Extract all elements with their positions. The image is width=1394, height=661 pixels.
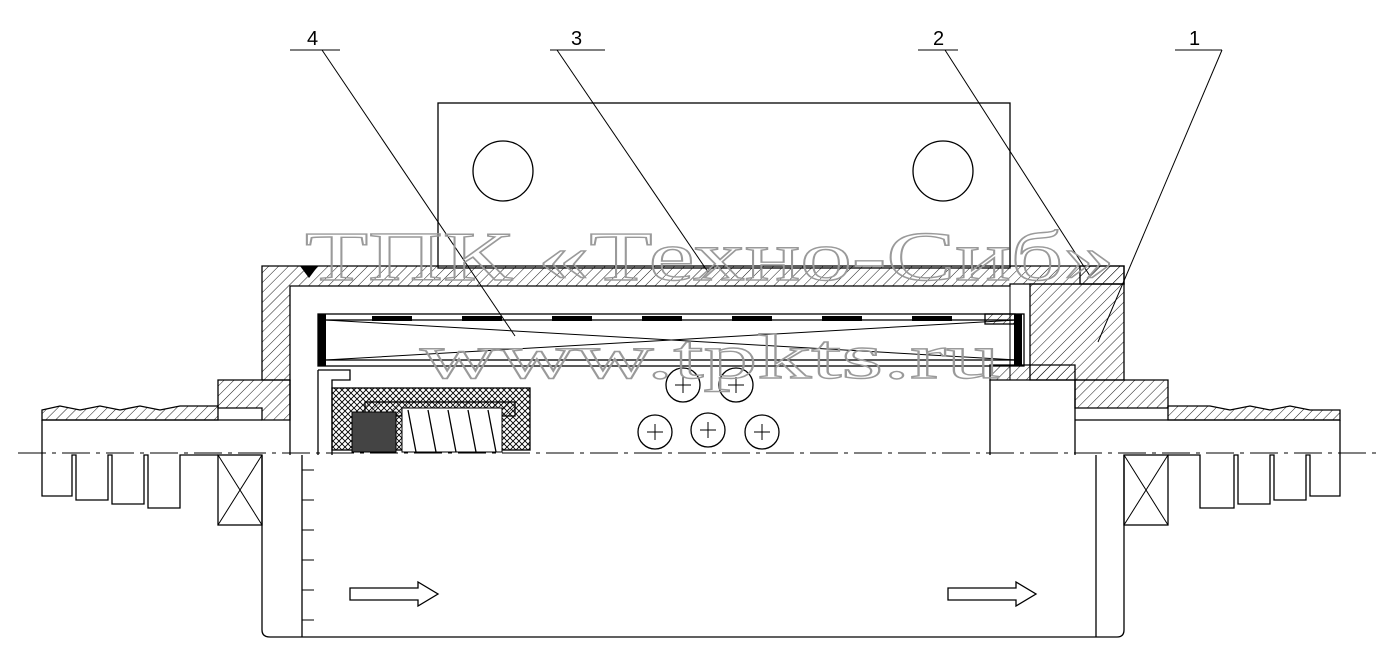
callout-4: 4: [307, 28, 318, 50]
watermark-url: www.tpkts.ru: [420, 321, 1000, 392]
position-marks: [637, 367, 780, 450]
left-nipple: [41, 405, 263, 526]
leader-lines: [290, 49, 1223, 343]
watermark-title: ТПК «Техно-Сиб»: [305, 219, 1115, 296]
callout-2: 2: [933, 28, 944, 50]
end-ring: [1009, 283, 1169, 409]
mounting-hole-right: [912, 140, 974, 202]
callout-1: 1: [1189, 28, 1200, 50]
valve-assembly: [318, 369, 531, 455]
right-nipple: [1075, 405, 1341, 526]
right-flange: [989, 364, 1076, 381]
left-flange: [217, 379, 291, 421]
flow-arrow-icon: [947, 580, 1038, 608]
flow-arrow-icon: [349, 580, 440, 608]
weld-mark-icon: [300, 266, 318, 278]
lower-body: [261, 455, 1125, 638]
mounting-hole-left: [472, 140, 534, 202]
coil-element: [317, 313, 1025, 367]
callout-3: 3: [571, 28, 582, 50]
